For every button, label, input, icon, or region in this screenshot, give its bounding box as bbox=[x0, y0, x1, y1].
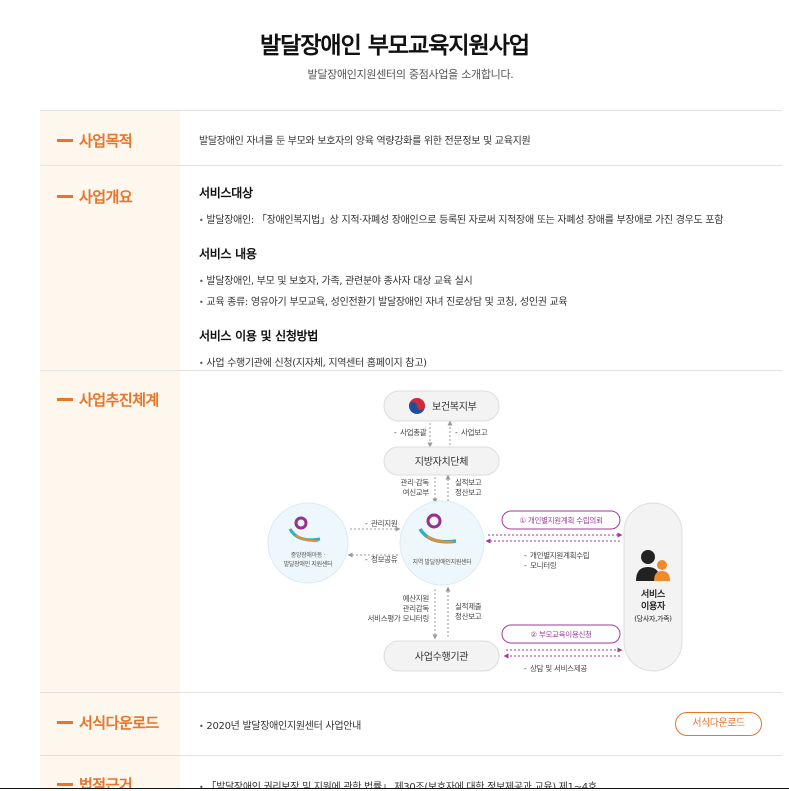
arrow-label: 서비스평가 모니터링 bbox=[368, 613, 429, 623]
people-icon bbox=[636, 550, 670, 581]
center-logo-icon bbox=[294, 516, 308, 530]
svg-text:-: - bbox=[524, 551, 527, 560]
usage-item: 사업 수행기관에 신청(지자체, 지역센터 홈페이지 참고) bbox=[199, 354, 782, 369]
row-law-body: 「발달장애인 권리보장 및 지원에 관한 법률」 제30조(보호자에 대한 정보… bbox=[180, 756, 782, 791]
download-item: 2020년 발달장애인지원센터 사업안내 bbox=[199, 717, 361, 732]
row-download-head: 서식다운로드 bbox=[40, 693, 180, 755]
page-cut-line bbox=[0, 788, 789, 791]
ministry-box: 보건복지부 bbox=[383, 390, 500, 422]
row-download-body: 2020년 발달장애인지원센터 사업안내 서식다운로드 bbox=[180, 693, 782, 755]
local-gov-box: 지방자치단체 bbox=[383, 446, 500, 476]
regional-center-label: 지역 발달장애인지원센터 bbox=[412, 558, 471, 566]
svg-text:-: - bbox=[365, 519, 368, 528]
system-diagram: 보건복지부 - 사업총괄 - 사업보고 지방자치단체 관리·감독 여신교부 bbox=[267, 390, 683, 673]
page-subtitle: 발달장애인지원센터의 중점사업을 소개합니다. bbox=[307, 68, 514, 81]
svg-text:-: - bbox=[365, 555, 368, 564]
dash-mark bbox=[57, 398, 73, 401]
row-law: 법적근거 「발달장애인 권리보장 및 지원에 관한 법률」 제30조(보호자에 … bbox=[40, 756, 782, 791]
step2-sub: 상담 및 서비스제공 bbox=[530, 663, 587, 673]
ministry-label: 보건복지부 bbox=[432, 401, 477, 413]
row-overview-body: 서비스대상 발달장애인: 「장애인복지법」상 지적·자폐성 장애인으로 등록된 … bbox=[180, 166, 782, 370]
row-overview-head: 사업개요 bbox=[40, 166, 180, 370]
download-form-button[interactable]: 서식다운로드 bbox=[675, 712, 762, 736]
dash-mark bbox=[57, 195, 73, 198]
arrow-label: 정보공유 bbox=[371, 554, 398, 564]
law-item: 「발달장애인 권리보장 및 지원에 관한 법률」 제30조(보호자에 대한 정보… bbox=[199, 778, 597, 791]
row-law-label: 법적근거 bbox=[79, 776, 133, 791]
arrow-label: 사업총괄 bbox=[400, 428, 427, 437]
row-purpose-head: 사업목적 bbox=[40, 111, 180, 165]
row-download: 서식다운로드 2020년 발달장애인지원센터 사업안내 서식다운로드 bbox=[40, 693, 782, 756]
svg-text:-: - bbox=[455, 428, 458, 437]
local-gov-label: 지방자치단체 bbox=[415, 456, 469, 468]
service-user-capsule: 서비스 이용자 (당사자,가족) bbox=[623, 502, 683, 672]
row-overview-label: 사업개요 bbox=[79, 188, 133, 206]
arrow-label: 관리지원 bbox=[371, 518, 398, 528]
svg-text:-: - bbox=[394, 428, 397, 437]
row-overview: 사업개요 서비스대상 발달장애인: 「장애인복지법」상 지적·자폐성 장애인으로… bbox=[40, 166, 782, 371]
arrow-label: 사업보고 bbox=[461, 428, 488, 437]
step1-label: ① 개인별지원계획 수립의뢰 bbox=[519, 515, 602, 525]
step1-sub: 개인별지원계획수립 bbox=[530, 550, 589, 560]
target-item: 발달장애인: 「장애인복지법」상 지적·자폐성 장애인으로 등록된 자로써 지적… bbox=[199, 211, 782, 226]
user-label-3: (당사자,가족) bbox=[634, 614, 672, 623]
central-center-label-2: 발달장애인 지원센터 bbox=[284, 560, 333, 568]
arrow-label: 여신교부 bbox=[403, 487, 430, 497]
row-system-label: 사업추진체계 bbox=[79, 391, 159, 409]
row-system-head: 사업추진체계 bbox=[40, 371, 180, 692]
step2-label: ② 부모교육이용신청 bbox=[530, 629, 591, 639]
central-center-label-1: 중앙장애아동 · bbox=[291, 551, 326, 559]
user-label-1: 서비스 bbox=[641, 588, 666, 600]
row-system: 사업추진체계 보건복지부 - 사업총괄 bbox=[40, 371, 782, 693]
page-title: 발달장애인 부모교육지원사업 bbox=[259, 33, 530, 59]
row-law-head: 법적근거 bbox=[40, 756, 180, 791]
target-title: 서비스대상 bbox=[199, 186, 253, 200]
arrow-label: 실적보고 bbox=[455, 477, 482, 487]
center-logo-icon bbox=[426, 513, 442, 529]
content-title: 서비스 내용 bbox=[199, 247, 257, 261]
dash-mark bbox=[57, 139, 73, 142]
step1-pill bbox=[501, 510, 621, 530]
content-item: 발달장애인, 부모 및 보호자, 가족, 관련분야 종사자 대상 교육 실시 bbox=[199, 272, 782, 287]
step1-sub: 모니터링 bbox=[530, 560, 556, 570]
central-center-circle: 중앙장애아동 · 발달장애인 지원센터 bbox=[267, 502, 349, 584]
usage-title: 서비스 이용 및 신청방법 bbox=[199, 329, 319, 343]
row-purpose: 사업목적 발달장애인 자녀를 둔 부모와 보호자의 양육 역량강화를 위한 전문… bbox=[40, 111, 782, 166]
row-purpose-body: 발달장애인 자녀를 둔 부모와 보호자의 양육 역량강화를 위한 전문정보 및 … bbox=[180, 111, 782, 165]
info-table: 사업목적 발달장애인 자녀를 둔 부모와 보호자의 양육 역량강화를 위한 전문… bbox=[40, 110, 782, 791]
arrow-label: 관리·감독 bbox=[401, 477, 430, 487]
exec-org-box: 사업수행기관 bbox=[383, 640, 500, 672]
exec-org-label: 사업수행기관 bbox=[415, 650, 469, 663]
arrow-label: 관리감독 bbox=[403, 603, 430, 613]
svg-text:-: - bbox=[524, 561, 527, 570]
arrow-label: 예산지원 bbox=[403, 593, 430, 603]
step2-pill bbox=[501, 624, 621, 644]
arrow-label: 실적제출 bbox=[455, 601, 482, 611]
svg-text:-: - bbox=[524, 664, 527, 673]
row-system-body: 보건복지부 - 사업총괄 - 사업보고 지방자치단체 관리·감독 여신교부 bbox=[180, 371, 782, 692]
dash-mark bbox=[57, 721, 73, 724]
arrow-label: 정산보고 bbox=[455, 487, 482, 497]
row-purpose-label: 사업목적 bbox=[79, 132, 133, 150]
arrow-label: 정산보고 bbox=[455, 611, 482, 621]
user-label-2: 이용자 bbox=[641, 600, 666, 612]
regional-center-circle: 지역 발달장애인지원센터 bbox=[399, 500, 485, 586]
content-item: 교육 종류: 영유아기 부모교육, 성인전환기 발달장애인 자녀 진로상담 및 … bbox=[199, 293, 782, 308]
row-download-label: 서식다운로드 bbox=[79, 714, 159, 732]
purpose-text: 발달장애인 자녀를 둔 부모와 보호자의 양육 역량강화를 위한 전문정보 및 … bbox=[199, 136, 531, 147]
dash-mark bbox=[57, 783, 73, 786]
